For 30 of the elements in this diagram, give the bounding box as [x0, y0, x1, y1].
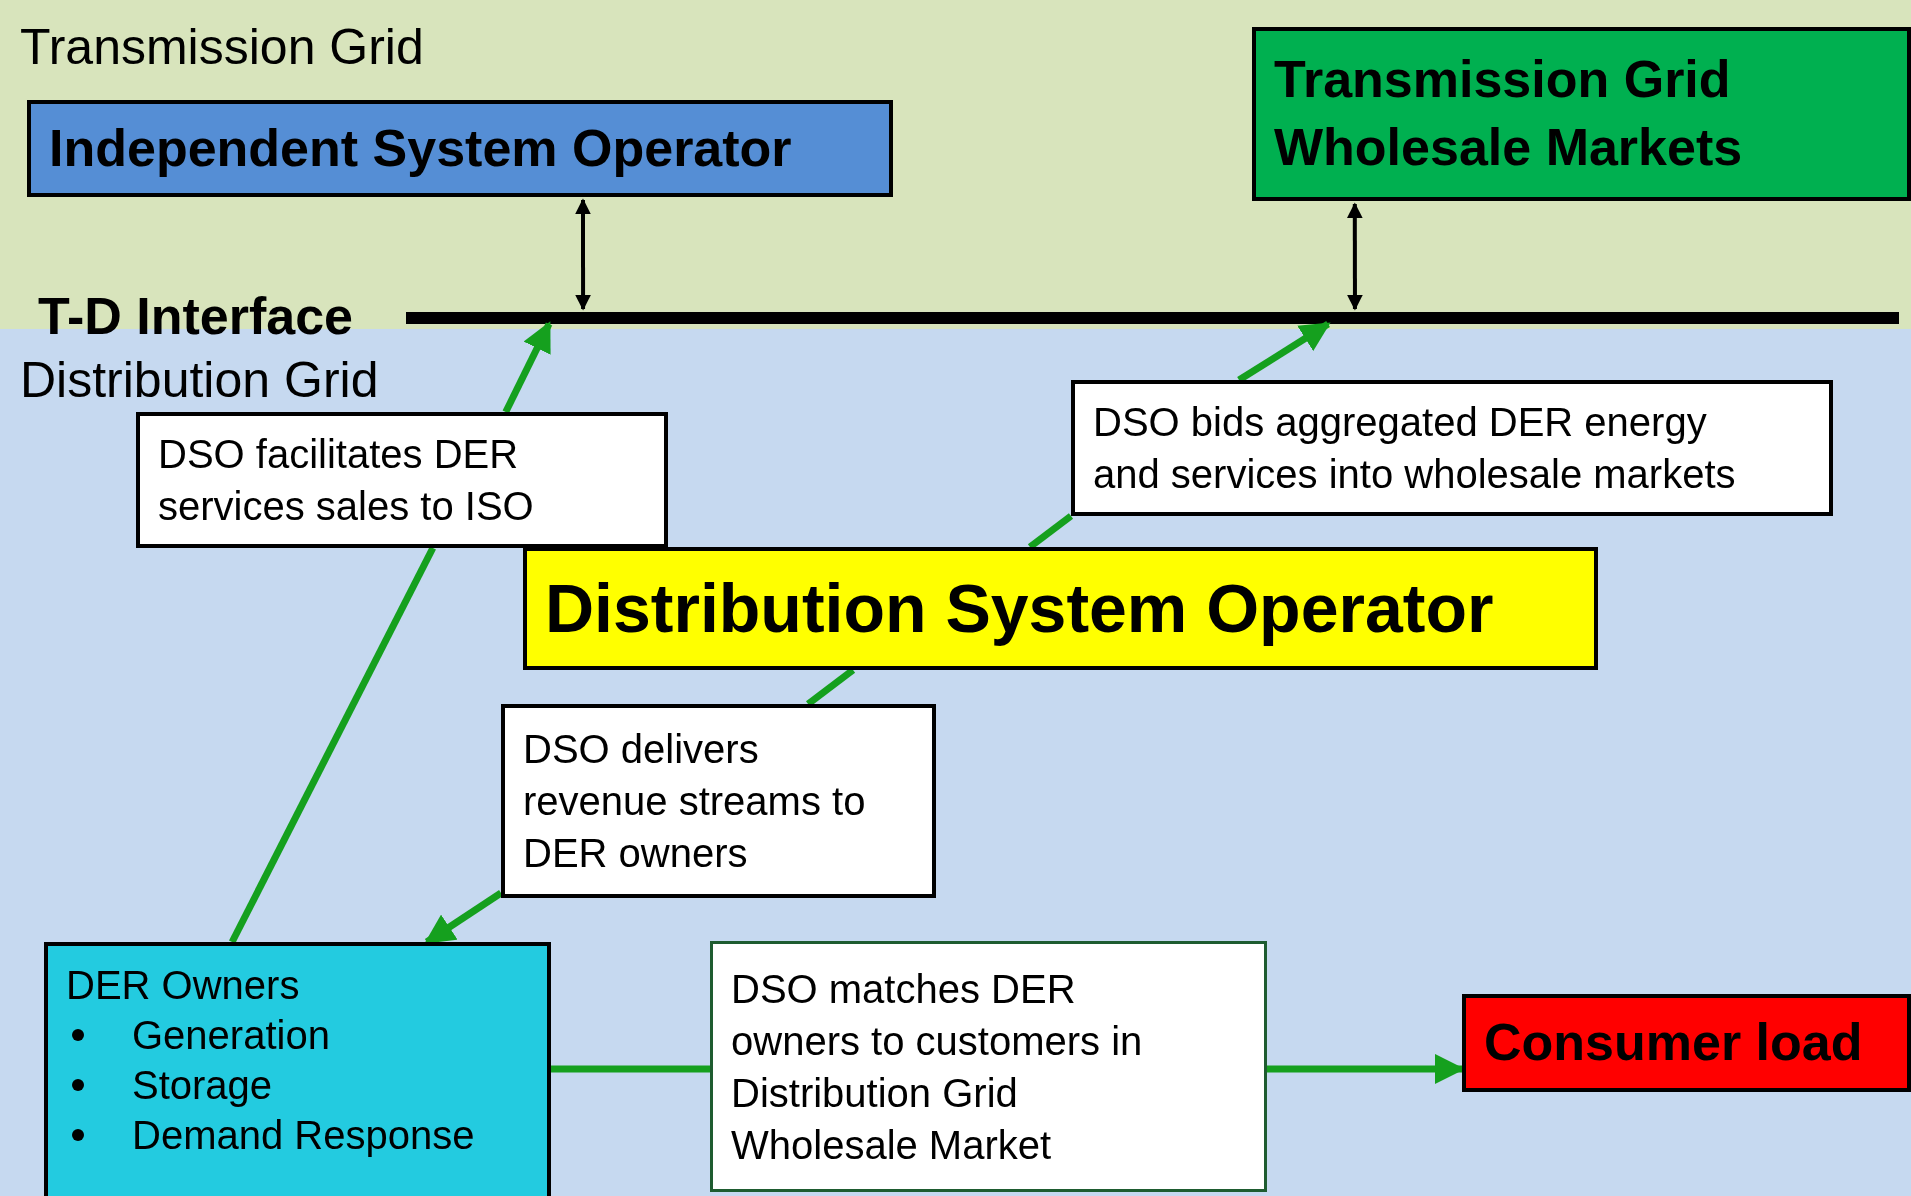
process-box: [136, 412, 668, 548]
list-item: Demand Response: [132, 1112, 475, 1159]
process-box: [501, 704, 936, 898]
arrow: [1346, 202, 1363, 311]
market-box: [1252, 27, 1911, 201]
operator-box: [523, 547, 1598, 670]
heading: DER Owners: [66, 962, 300, 1009]
process-box: [1071, 380, 1833, 516]
operator-box: [27, 100, 893, 197]
box-text: DSO bids aggregated DER energy and services into wholesale markets: [1093, 399, 1737, 498]
owners-box: [44, 942, 551, 1196]
box-text: DSO facilitates DER services sales to ISO: [158, 431, 535, 530]
region-label: Transmission Grid: [20, 18, 424, 76]
arrow: [424, 890, 503, 945]
arrow: [502, 321, 553, 414]
box-title: Independent System Operator: [49, 117, 793, 179]
region-label: Distribution Grid: [20, 351, 379, 409]
box-title: Consumer load: [1484, 1012, 1864, 1074]
box-text: DSO matches DER owners to customers in Distribution Grid Wholesale Market: [731, 965, 1144, 1169]
list-item: Storage: [132, 1062, 273, 1109]
arrow: [1267, 1054, 1465, 1084]
arrow: [575, 198, 592, 311]
load-box: [1462, 994, 1911, 1092]
interface-label: T-D Interface: [38, 288, 353, 346]
list-item: Generation: [132, 1012, 330, 1059]
process-box: [710, 941, 1267, 1192]
box-title: Distribution System Operator: [545, 569, 1495, 649]
box-text: DSO delivers revenue streams to DER owners: [523, 726, 867, 877]
box-title: Transmission Grid Wholesale Markets: [1274, 49, 1744, 178]
arrow: [1237, 321, 1331, 383]
